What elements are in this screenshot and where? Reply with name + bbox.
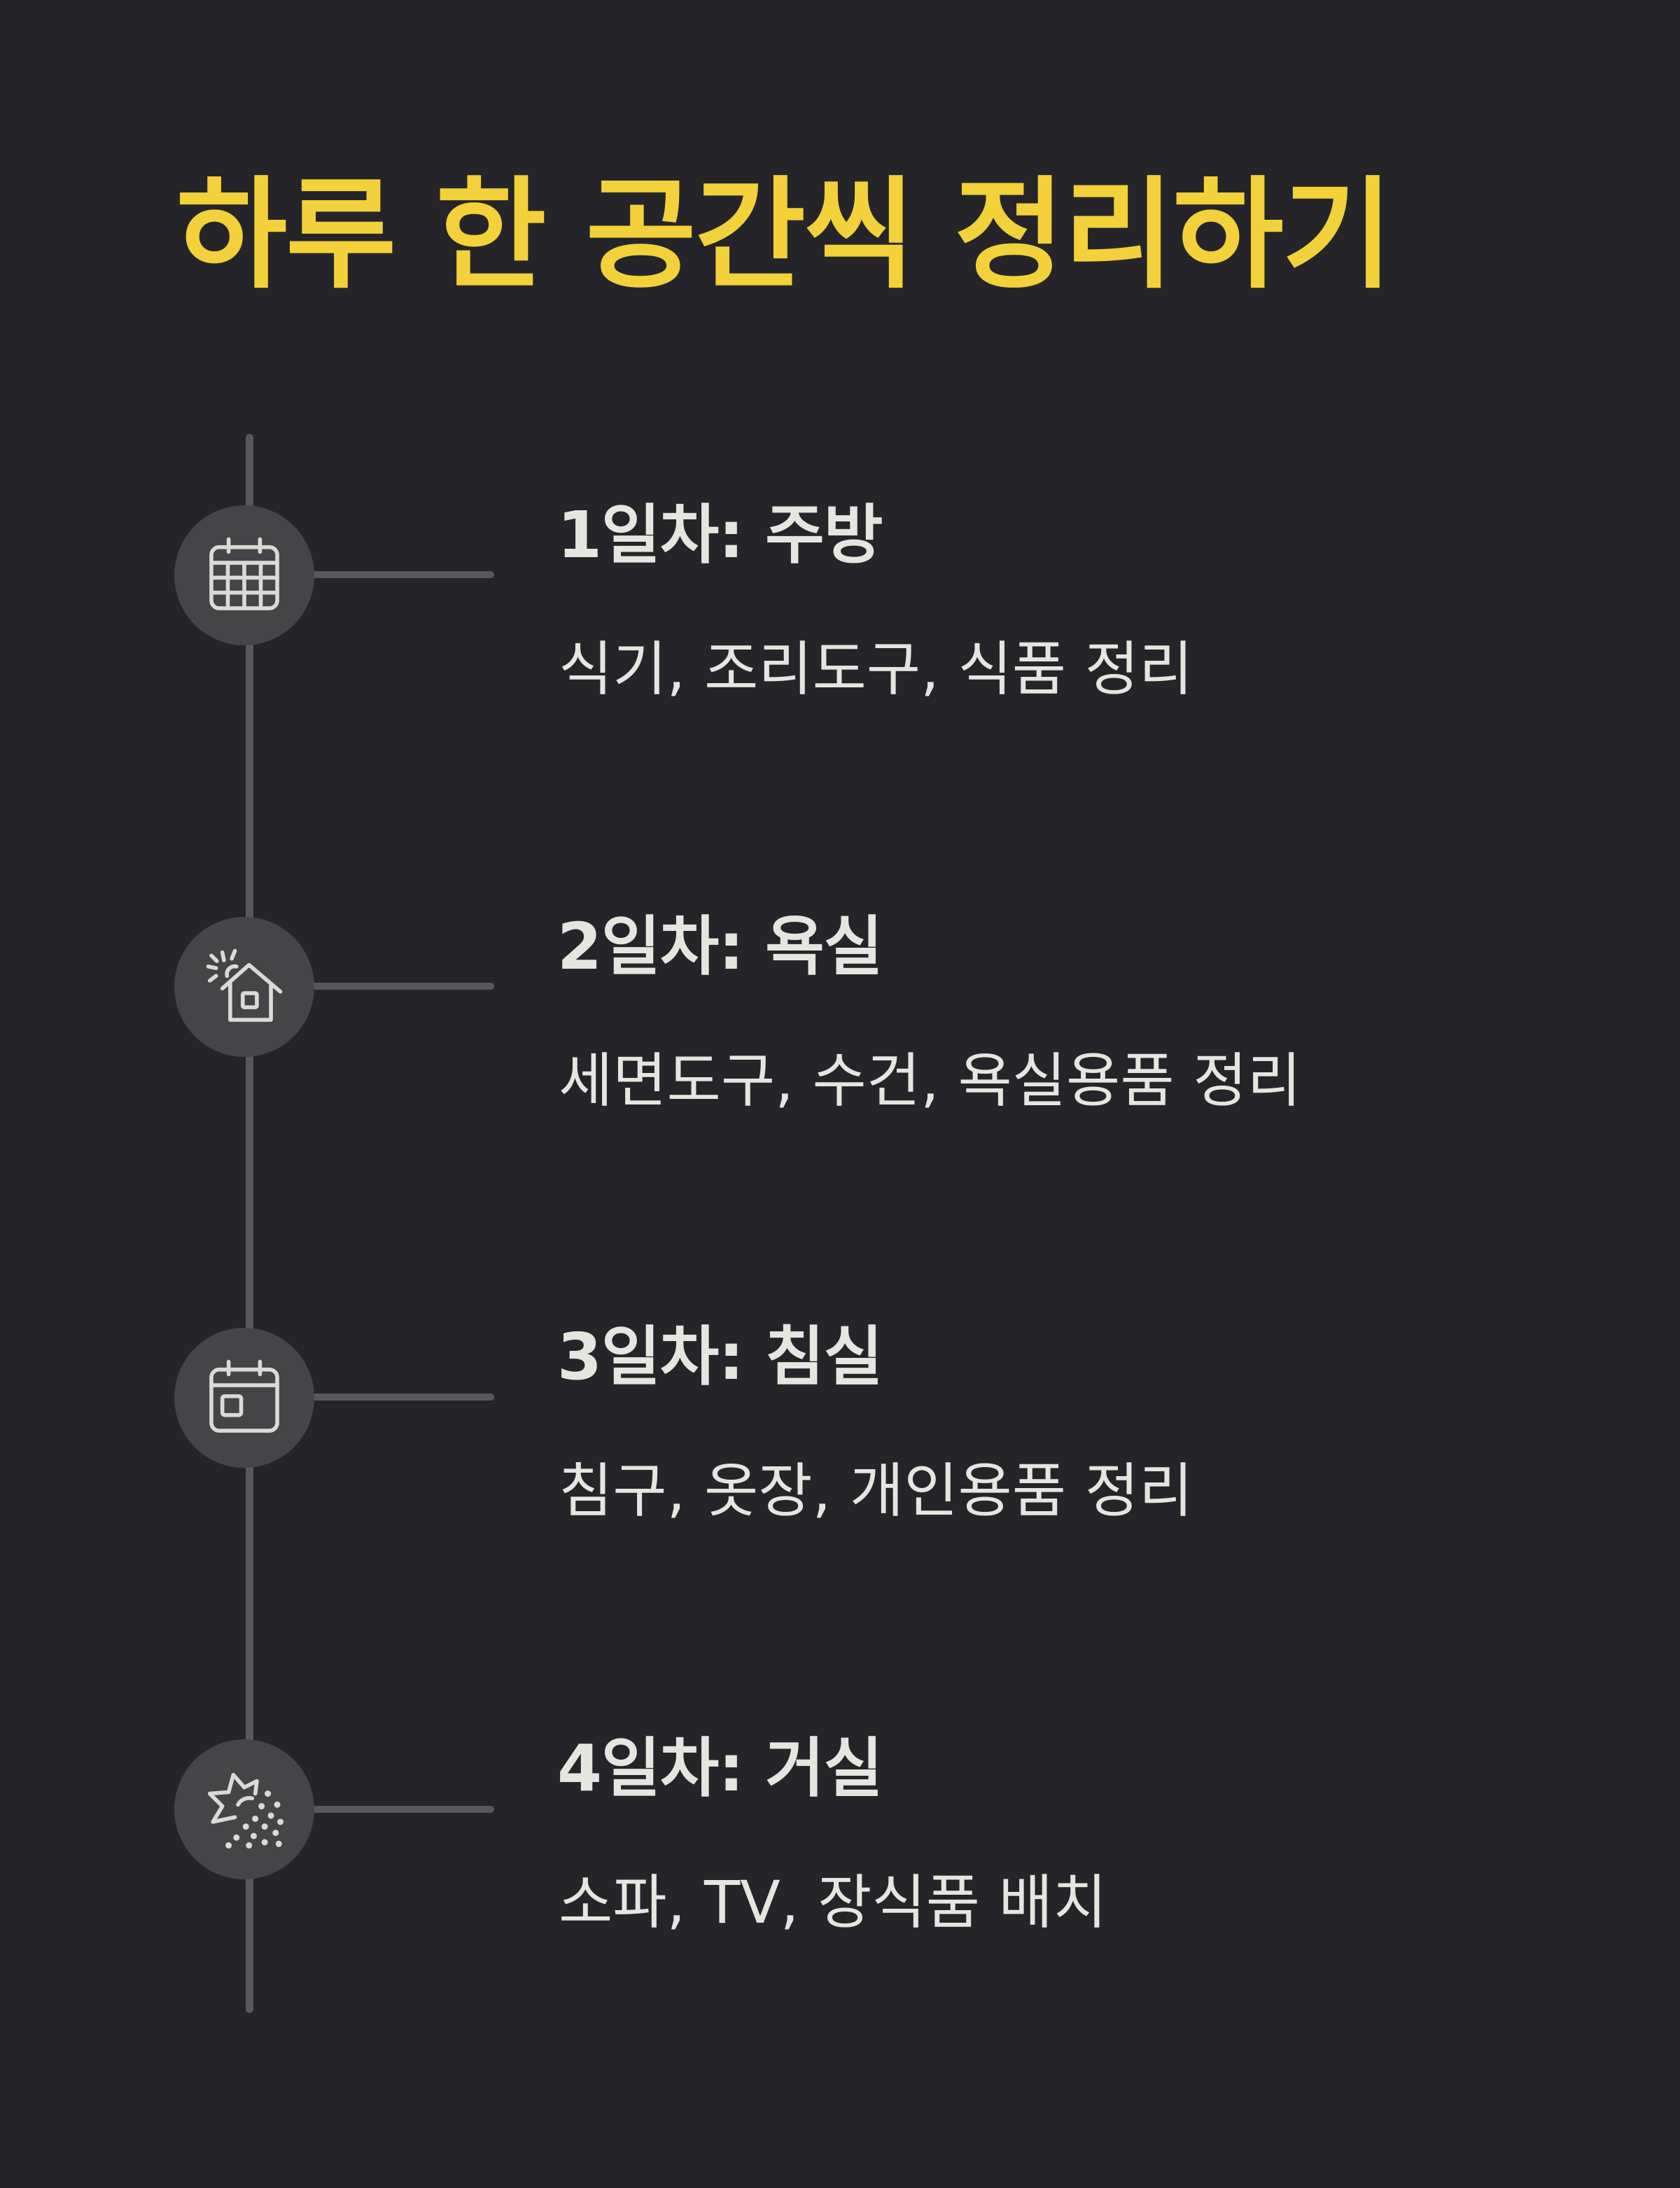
step-title-2: 2일차: 욕실 bbox=[557, 909, 883, 984]
step-title-4: 4일차: 거실 bbox=[557, 1731, 883, 1806]
step-title-3: 3일차: 침실 bbox=[557, 1319, 883, 1394]
timeline-node-4 bbox=[174, 1739, 314, 1879]
step-description-2: 세면도구, 수건, 욕실용품 정리 bbox=[559, 1046, 1301, 1115]
connector-line bbox=[308, 983, 494, 990]
timeline-node-1 bbox=[174, 505, 314, 645]
sun-sparkle-icon bbox=[207, 1772, 284, 1849]
step-description-4: 소파, TV, 장식품 배치 bbox=[559, 1868, 1107, 1937]
house-sun-icon bbox=[206, 948, 283, 1022]
step-description-3: 침구, 옷장, 개인용품 정리 bbox=[559, 1457, 1194, 1525]
calendar-grid-icon bbox=[209, 537, 279, 610]
connector-line bbox=[308, 1394, 494, 1401]
step-description-1: 식기, 조리도구, 식품 정리 bbox=[559, 635, 1194, 703]
step-title-1: 1일차: 주방 bbox=[557, 498, 883, 573]
timeline-node-3 bbox=[174, 1328, 314, 1468]
connector-line bbox=[308, 1806, 494, 1813]
connector-line bbox=[308, 571, 494, 578]
timeline-node-2 bbox=[174, 917, 314, 1057]
page-title: 하루 한 공간씩 정리하기 bbox=[176, 164, 1393, 305]
timeline-line bbox=[246, 434, 253, 2013]
calendar-day-icon bbox=[209, 1359, 279, 1433]
